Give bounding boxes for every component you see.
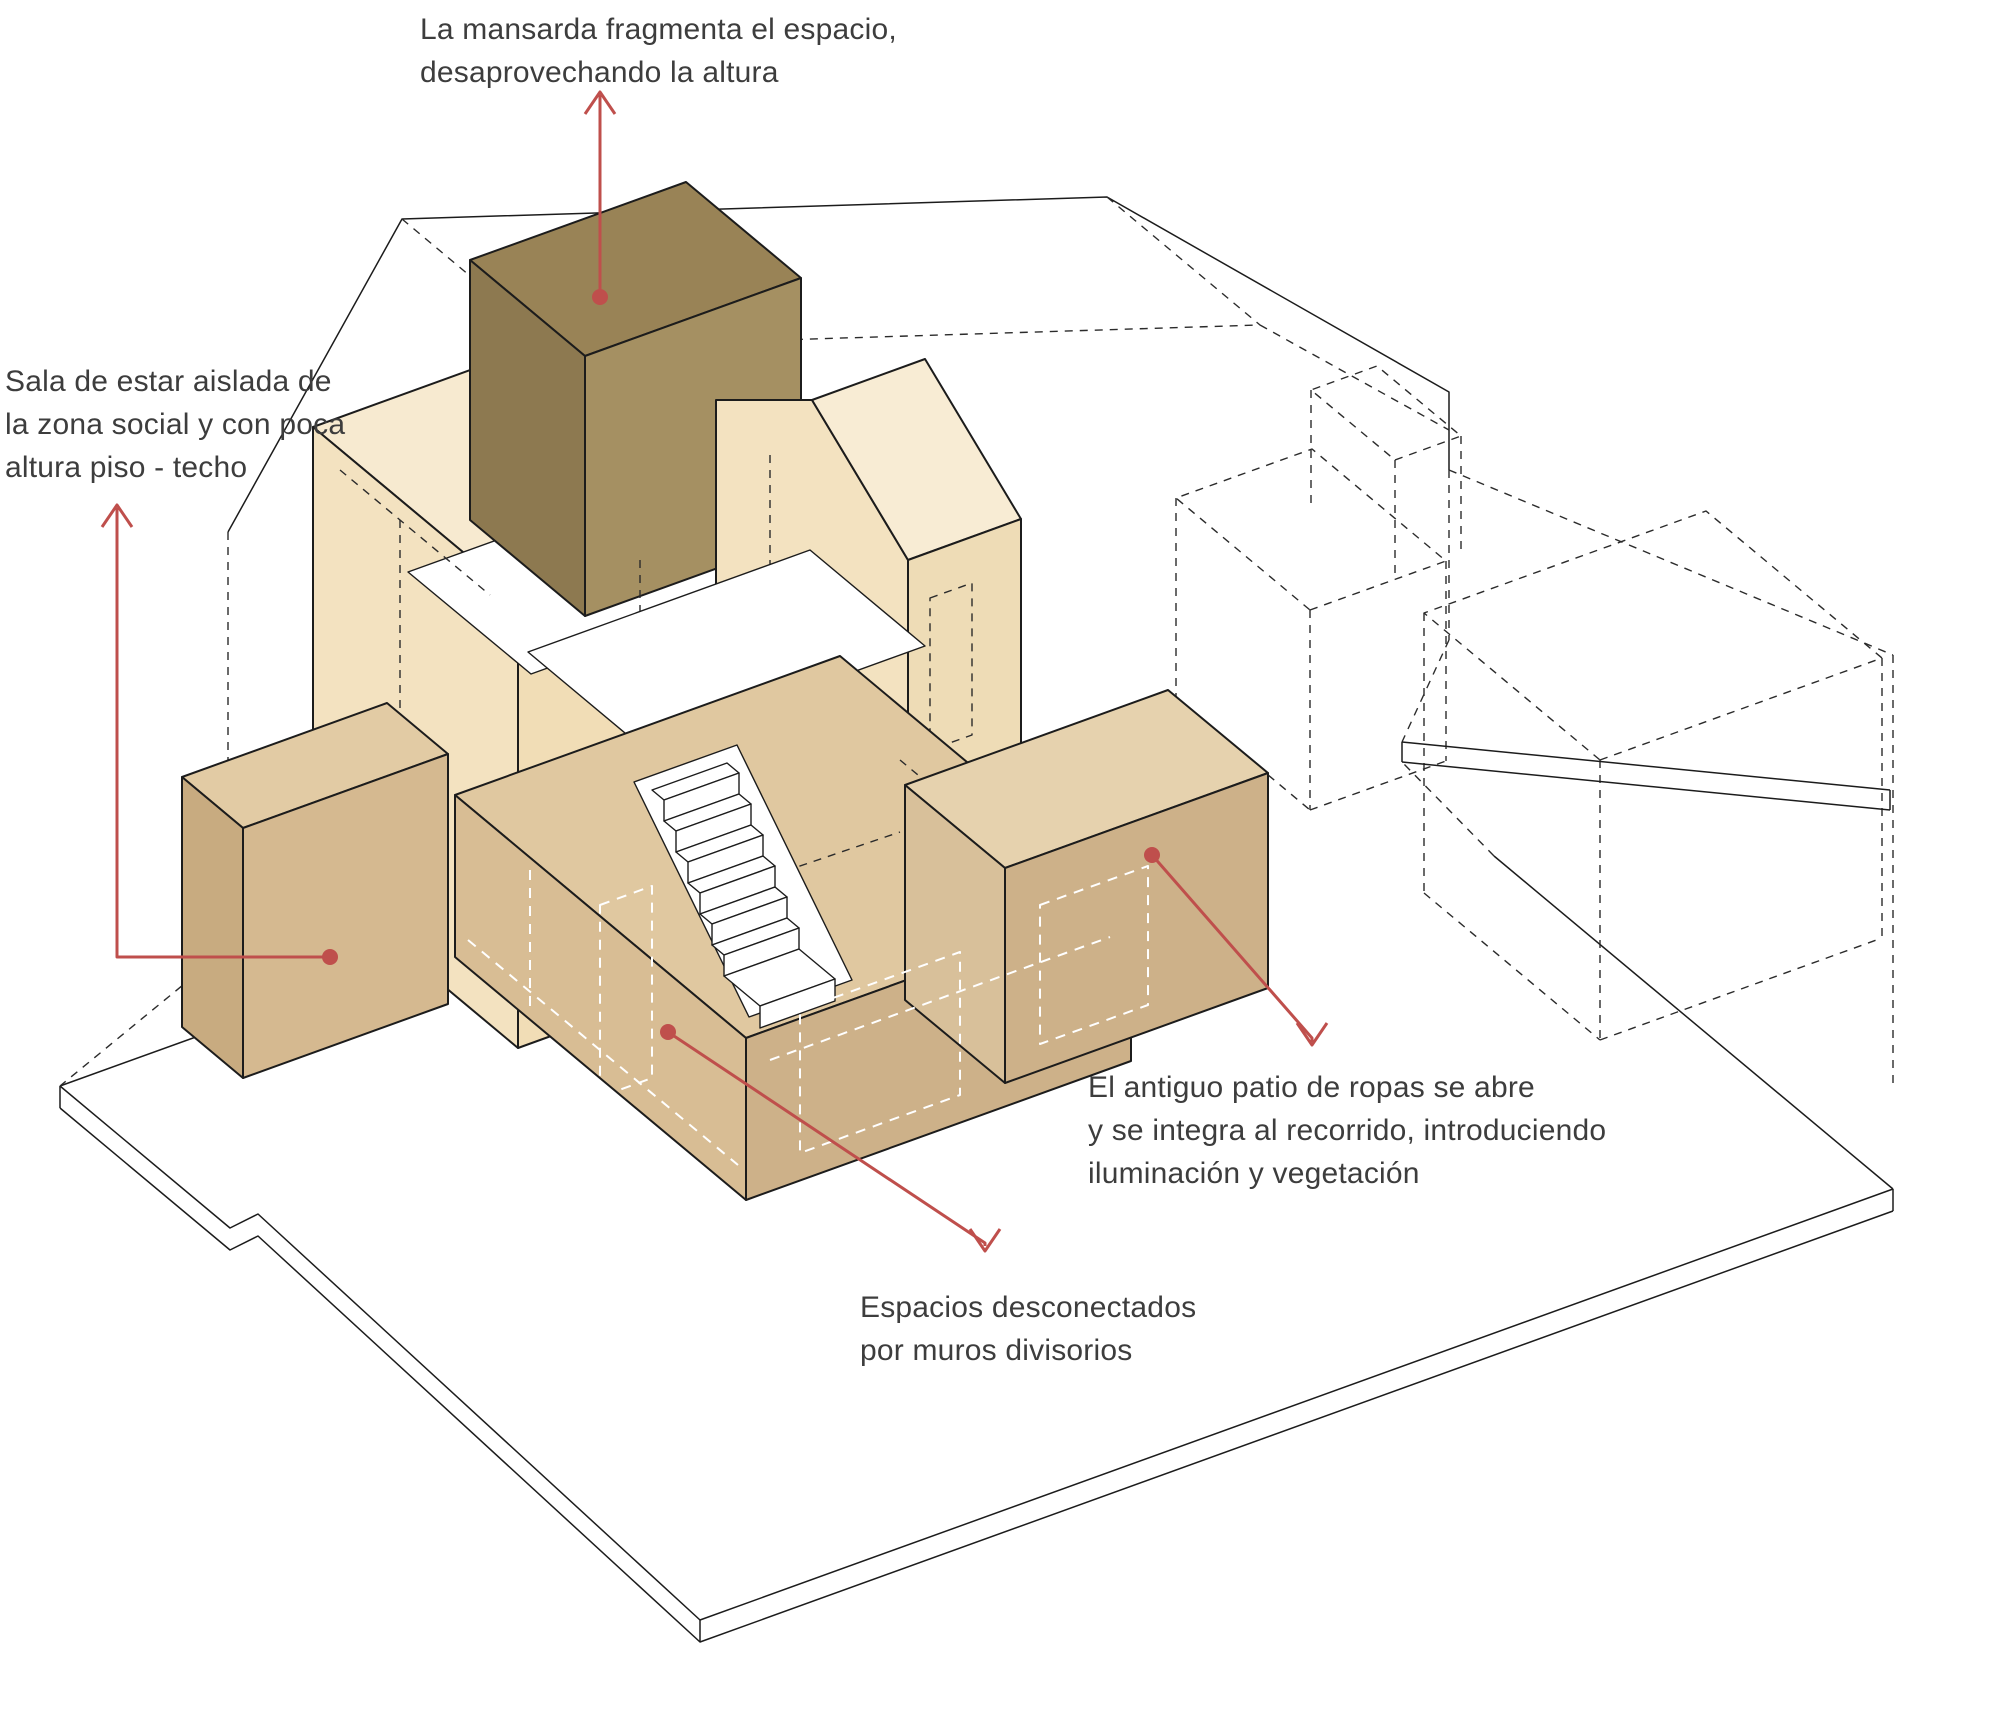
annotation-text-sala: Sala de estar aislada de la zona social … [5,360,345,489]
annotation-text-espacios: Espacios desconectados por muros divisor… [860,1286,1196,1372]
envelope-neighbour-dashed [1423,510,1883,1041]
floor-plate-stair [527,549,926,749]
annotation-line: desaprovechando la altura [420,56,779,89]
annotation-line: Sala de estar aislada de [5,365,332,398]
annotation-line: Espacios desconectados [860,1291,1197,1324]
annotation-arrow-patio [1144,847,1329,1047]
ground-platform [59,855,1894,1643]
envelope-smallbox-dashed [1310,365,1462,580]
annotation-arrow-mansarda [583,90,617,305]
annotation-line: y se integra al recorrido, introduciendo [1088,1114,1607,1147]
annotation-text-patio: El antiguo patio de ropas se abre y se i… [1088,1066,1606,1195]
sala-volume [181,702,449,1079]
annotation-arrow-sala [100,503,338,965]
envelope-dashed [59,196,1894,1087]
annotation-line: la zona social y con poca [5,408,346,441]
annotation-line: altura piso - techo [5,451,248,484]
annotation-text-mansarda: La mansarda fragmenta el espacio, desapr… [420,8,897,94]
annotation-line: El antiguo patio de ropas se abre [1088,1071,1535,1104]
rear-terrace [1401,741,1891,811]
annotation-line: iluminación y vegetación [1088,1157,1420,1190]
patio-bar-volume [904,689,1269,1084]
annotation-line: por muros divisorios [860,1334,1133,1367]
hidden-partitions-white [467,865,1149,1166]
staircase [633,744,853,1029]
annotation-line: La mansarda fragmenta el espacio, [420,13,897,46]
annotation-arrow-espacios [660,1024,1002,1253]
